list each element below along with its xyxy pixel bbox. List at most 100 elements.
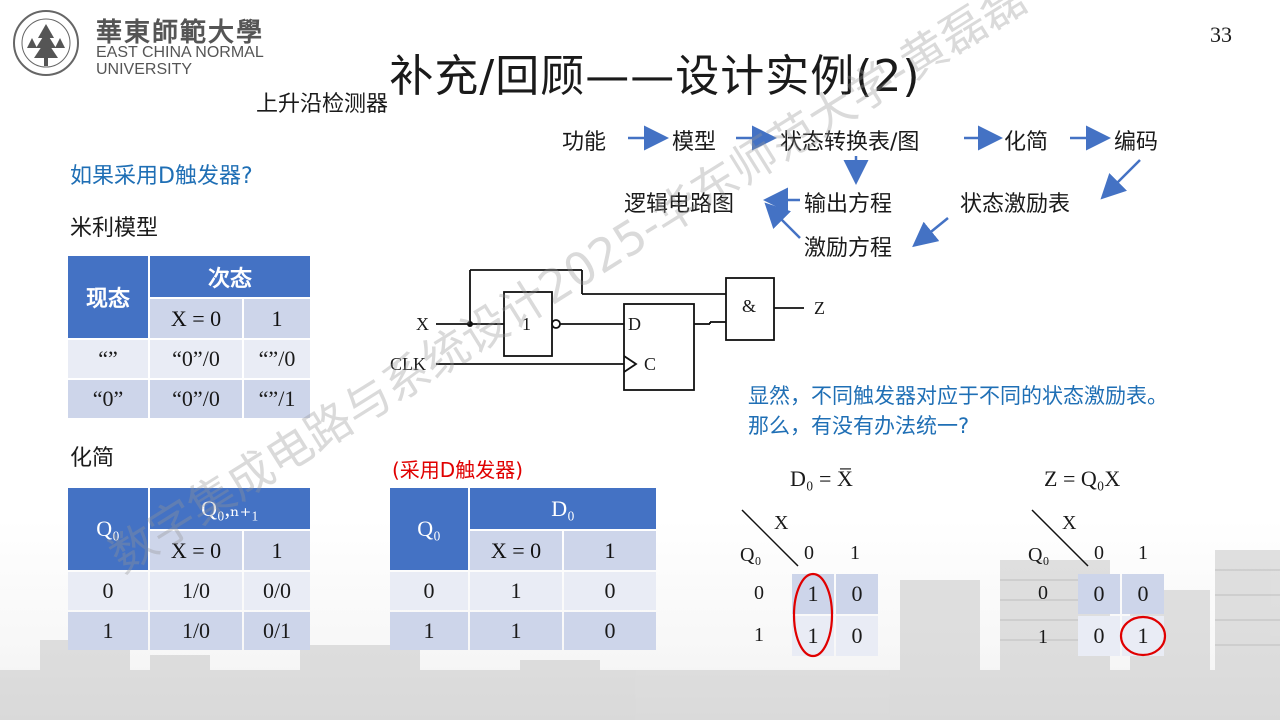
header-x1: 1	[244, 299, 310, 338]
table-row: 0 1/0 0/0	[68, 572, 310, 610]
kmap-cell: 0	[1078, 616, 1120, 656]
circuit-input-clk: CLK	[390, 354, 426, 374]
header-q0-next: Q₀,ₙ₊₁	[150, 488, 310, 530]
kmap-cell: 0	[1078, 574, 1120, 614]
logo-english-line1: EAST CHINA NORMAL	[96, 44, 264, 61]
state-table: 现态 次态 X = 0 1 “” “0”/0 “”/0 “0” “0”/0 “”…	[66, 254, 312, 420]
header-next-state: 次态	[150, 256, 310, 298]
d-input-label: D	[628, 314, 641, 334]
excitation-table: Q₀ D₀ X = 0 1 0 1 0 1 1 0	[388, 486, 658, 652]
kmap-title: D₀ = X̅	[790, 466, 853, 491]
kmap-group-circle	[792, 572, 834, 658]
d-flipflop-question: 如果采用D触发器?	[70, 164, 253, 189]
flow-arrows	[628, 125, 1141, 248]
not-gate-label: 1	[522, 314, 531, 334]
flow-excitation-table: 状态激励表	[960, 192, 1071, 217]
table-cell: 1	[470, 572, 562, 610]
excitation-note-line1: 显然，不同触发器对应于不同的状态激励表。	[748, 384, 1168, 408]
university-logo: 華東師範大學 EAST CHINA NORMAL UNIVERSITY	[8, 8, 298, 78]
circuit-wires	[436, 269, 804, 391]
table-cell: 1/0	[150, 572, 242, 610]
logo-english-line2: UNIVERSITY	[96, 61, 193, 78]
table-cell: “”/1	[244, 380, 310, 418]
arrow-encode-exc-table	[1100, 159, 1141, 200]
header-x1: 1	[564, 531, 656, 570]
kmap-group-circle	[1119, 615, 1167, 657]
table-cell: 0	[564, 612, 656, 650]
table-cell: 0	[68, 572, 148, 610]
kmap-col-variable: X	[774, 512, 789, 534]
kmap-cell: 1	[792, 574, 834, 614]
kmap-col-label: 0	[1094, 542, 1104, 564]
slide-subtitle: 上升沿检测器	[256, 92, 389, 117]
simplify-label: 化简	[70, 446, 115, 471]
header-x0: X = 0	[470, 531, 562, 570]
table-row: 0 1 0	[390, 572, 656, 610]
flow-output-equation: 输出方程	[804, 192, 893, 217]
circuit-diagram: X CLK 1 D C & Z	[380, 262, 840, 402]
flow-function: 功能	[562, 130, 607, 155]
kmap-row-variable: Q₀	[1028, 544, 1050, 566]
table-cell: 0	[564, 572, 656, 610]
flow-encode: 编码	[1114, 130, 1159, 155]
excitation-note-line2: 那么，有没有办法统一?	[748, 414, 970, 438]
header-x1: 1	[244, 531, 310, 570]
header-x0: X = 0	[150, 299, 242, 338]
kmap-d0: D₀ = X̅ X Q₀ 0 1 0 1 1 0 1 0	[730, 466, 900, 666]
circuit-input-x: X	[416, 314, 429, 334]
slide-title: 补充/回顾——设计实例(2)	[389, 51, 921, 102]
kmap-row-label: 1	[1038, 626, 1048, 648]
flow-logic-diagram: 逻辑电路图	[624, 192, 735, 217]
table-row: “0” “0”/0 “”/1	[68, 380, 310, 418]
kmap-cell: 0	[836, 574, 878, 614]
kmap-title: Z = Q₀X	[1044, 466, 1121, 491]
table-cell: “”/0	[244, 340, 310, 378]
header-q0: Q₀	[68, 488, 148, 570]
table-cell: 1	[390, 612, 468, 650]
header-q0: Q₀	[390, 488, 468, 570]
and-gate-label: &	[742, 296, 757, 316]
table-cell: 0	[390, 572, 468, 610]
table-row: “” “0”/0 “”/0	[68, 340, 310, 378]
kmap-z: Z = Q₀X X Q₀ 0 1 0 1 0 0 0 1	[1020, 466, 1190, 666]
table-cell: 1	[470, 612, 562, 650]
header-x0: X = 0	[150, 531, 242, 570]
mealy-model-label: 米利模型	[70, 216, 159, 241]
page-number: 33	[1210, 22, 1232, 47]
table-cell: 1/0	[150, 612, 242, 650]
kmap-diagonal	[741, 509, 799, 567]
table-row: 1 1/0 0/1	[68, 612, 310, 650]
table-cell: 0/0	[244, 572, 310, 610]
kmap-row-label: 0	[1038, 582, 1048, 604]
flow-excitation-equation: 激励方程	[804, 236, 893, 261]
table-cell: 0/1	[244, 612, 310, 650]
university-seal-icon	[13, 10, 79, 76]
table-cell: “0”/0	[150, 380, 242, 418]
header-present-state: 现态	[68, 256, 148, 338]
simplified-table: Q₀ Q₀,ₙ₊₁ X = 0 1 0 1/0 0/0 1 1/0 0/1	[66, 486, 312, 652]
arrow-exc-eq-logic	[764, 202, 801, 239]
header-d0: D₀	[470, 488, 656, 530]
table-row: 1 1 0	[390, 612, 656, 650]
table-cell: “”	[68, 340, 148, 378]
arrow-exc-table-exc-eq	[912, 217, 949, 248]
flow-state-table: 状态转换表/图	[780, 130, 920, 155]
kmap-cell: 1	[792, 616, 834, 656]
flow-model: 模型	[672, 130, 717, 155]
kmap-diagonal	[1031, 509, 1089, 567]
kmap-row-label: 1	[754, 624, 764, 646]
d-flipflop-note: (采用D触发器)	[392, 458, 524, 482]
kmap-row-variable: Q₀	[740, 544, 762, 566]
kmap-col-label: 0	[804, 542, 814, 564]
table-cell: “0”	[68, 380, 148, 418]
kmap-cell: 0	[1122, 574, 1164, 614]
kmap-col-label: 1	[850, 542, 860, 564]
flow-simplify: 化简	[1004, 130, 1049, 155]
circuit-output-z: Z	[814, 298, 825, 318]
kmap-col-variable: X	[1062, 512, 1077, 534]
clock-input-label: C	[644, 354, 657, 374]
kmap-col-label: 1	[1138, 542, 1148, 564]
logo-chinese-name: 華東師範大學	[96, 18, 265, 48]
table-cell: “0”/0	[150, 340, 242, 378]
kmap-row-label: 0	[754, 582, 764, 604]
